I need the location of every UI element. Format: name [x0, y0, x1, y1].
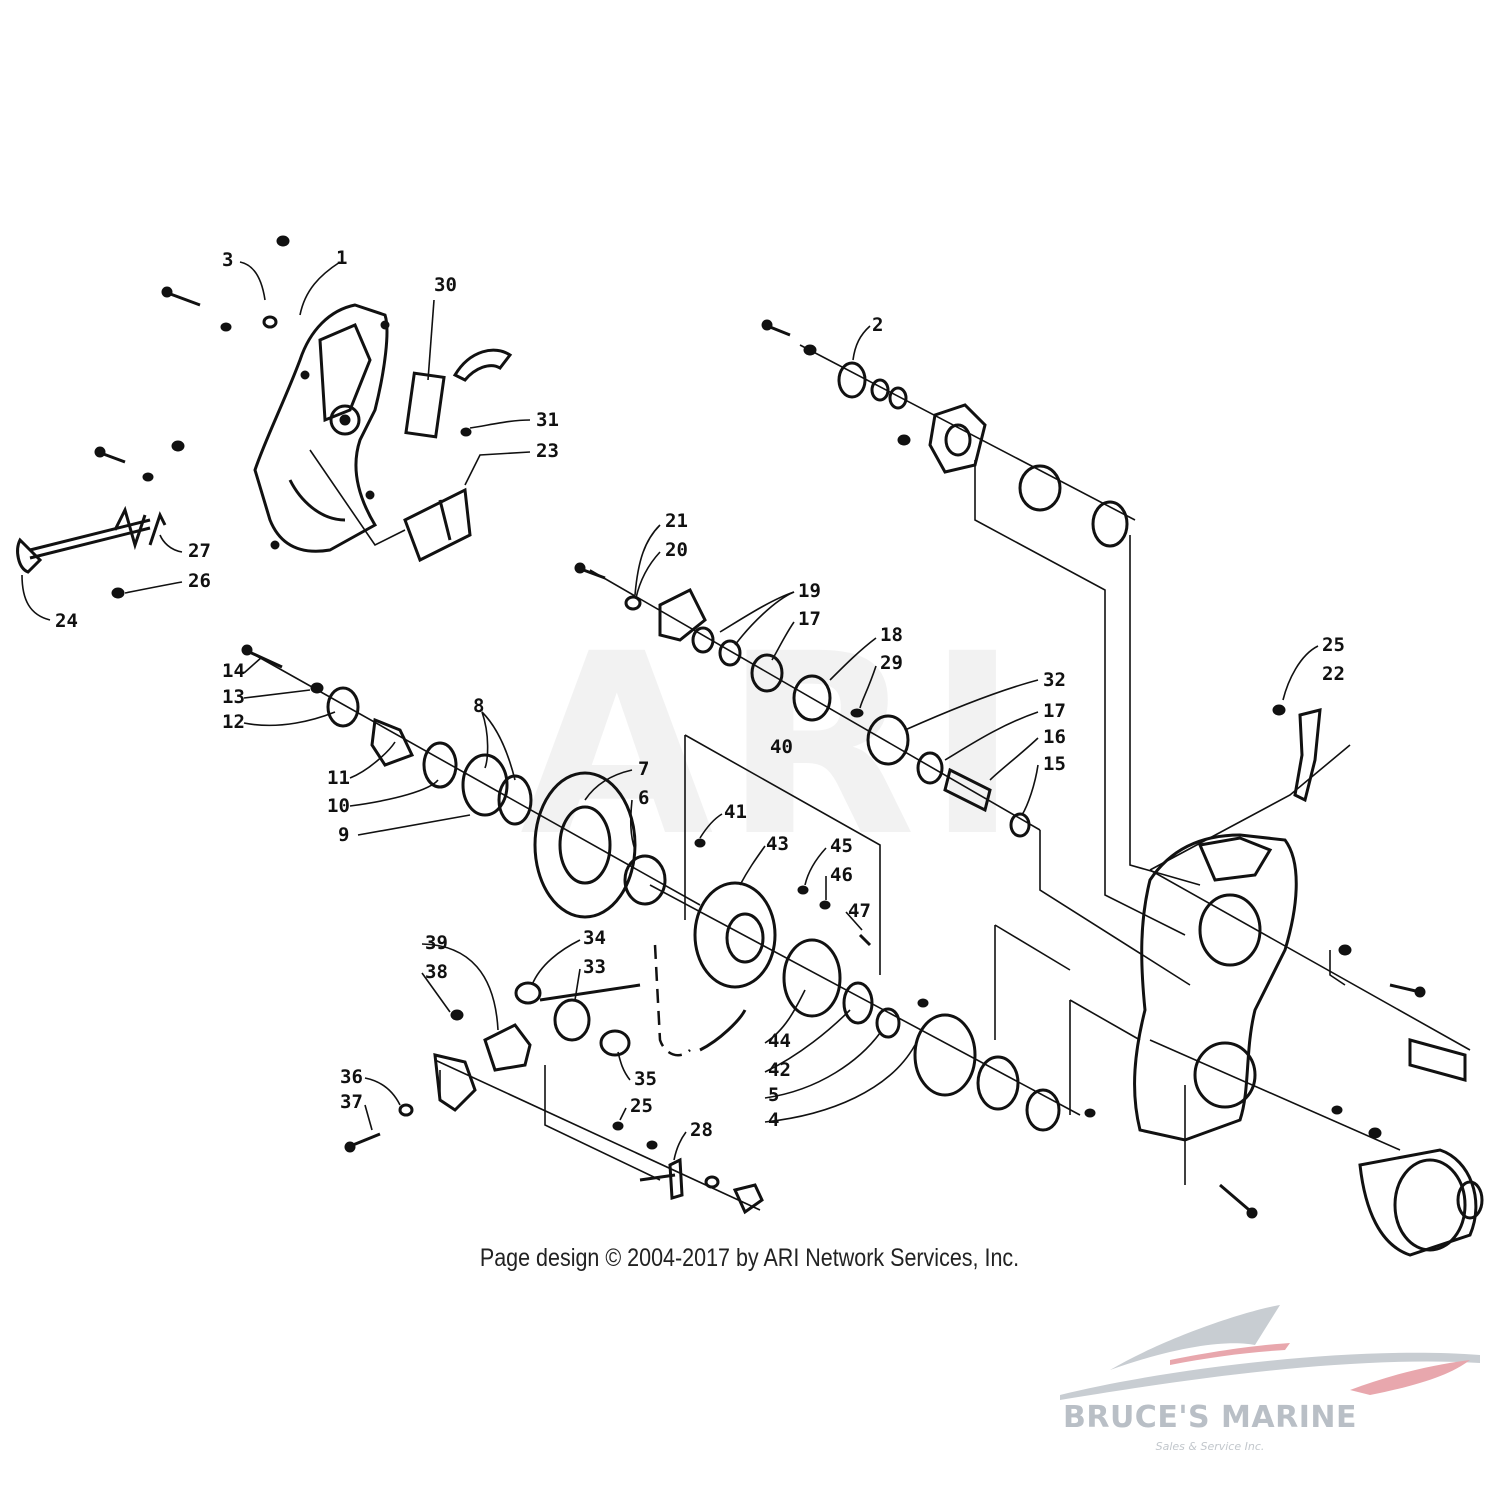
callout-4: 4 [768, 1109, 779, 1131]
callout-23: 23 [536, 440, 559, 462]
callout-7: 7 [638, 758, 649, 780]
callout-39: 39 [425, 932, 448, 954]
callout-3: 3 [222, 249, 233, 271]
chaincase-housing [1133, 833, 1471, 1219]
callout-35: 35 [634, 1068, 657, 1090]
callout-19: 19 [798, 580, 821, 602]
ari-watermark: ARI [520, 600, 1030, 891]
callout-13: 13 [222, 686, 245, 708]
callout-41: 41 [724, 801, 747, 823]
callout-25a: 25 [1322, 634, 1345, 656]
callout-29: 29 [880, 652, 903, 674]
callout-17b: 17 [798, 608, 821, 630]
callout-9: 9 [338, 824, 349, 846]
shift-shaft [16, 505, 167, 574]
callout-14: 14 [222, 660, 245, 682]
dealer-logo-swoosh [1060, 1305, 1480, 1400]
callout-46: 46 [830, 864, 853, 886]
callout-43: 43 [766, 833, 789, 855]
callout-20: 20 [665, 539, 688, 561]
callout-8: 8 [473, 695, 484, 717]
callout-22: 22 [1322, 663, 1345, 685]
callout-18: 18 [880, 624, 903, 646]
callout-5: 5 [768, 1084, 779, 1106]
callout-28: 28 [690, 1119, 713, 1141]
callout-24: 24 [55, 610, 78, 632]
callout-37: 37 [340, 1091, 363, 1113]
alignment-lines [309, 449, 1351, 1185]
leader-lines [21, 261, 1319, 1161]
callout-11: 11 [327, 767, 350, 789]
callout-31: 31 [536, 409, 559, 431]
copyright-notice: Page design © 2004-2017 by ARI Network S… [479, 1244, 1020, 1272]
upper-sprocket-2 [761, 319, 1136, 548]
callout-17a: 17 [1043, 700, 1066, 722]
callout-40: 40 [770, 736, 793, 758]
callout-25b: 25 [630, 1095, 653, 1117]
callout-15: 15 [1043, 753, 1066, 775]
lower-sprocket-43 [649, 838, 1096, 1132]
tensioner-assembly [344, 981, 764, 1215]
dealer-logo-tagline: Sales & Service Inc. [1155, 1440, 1265, 1453]
callout-34: 34 [583, 927, 606, 949]
callout-36: 36 [340, 1066, 363, 1088]
callout-38: 38 [425, 961, 448, 983]
callout-12: 12 [222, 711, 245, 733]
callout-30: 30 [434, 274, 457, 296]
callout-44: 44 [768, 1030, 791, 1052]
middle-cluster [574, 562, 1041, 838]
callout-2: 2 [872, 314, 883, 336]
callout-10: 10 [327, 795, 350, 817]
dealer-logo-name: BRUCE'S MARINE [1062, 1400, 1357, 1435]
callout-labels: 1 2 3 4 5 6 7 8 9 10 11 12 13 14 15 16 1… [55, 247, 1345, 1141]
left-stack [241, 644, 701, 919]
callout-21: 21 [665, 510, 688, 532]
gasket-30 [404, 348, 513, 439]
bracket-23 [403, 487, 472, 563]
callout-27: 27 [188, 540, 211, 562]
callout-26: 26 [188, 570, 211, 592]
callout-42: 42 [768, 1059, 791, 1081]
screws-upper-left [94, 235, 290, 599]
callout-1: 1 [336, 247, 347, 269]
callout-33: 33 [583, 956, 606, 978]
chaincase-cover [253, 303, 390, 553]
callout-16: 16 [1043, 726, 1066, 748]
drive-axle-sprocket [1358, 1148, 1484, 1257]
callout-6: 6 [638, 787, 649, 809]
callout-32: 32 [1043, 669, 1066, 691]
callout-47: 47 [848, 900, 871, 922]
callout-45: 45 [830, 835, 853, 857]
lever-22 [1272, 704, 1322, 803]
drive-chain [653, 944, 747, 1057]
